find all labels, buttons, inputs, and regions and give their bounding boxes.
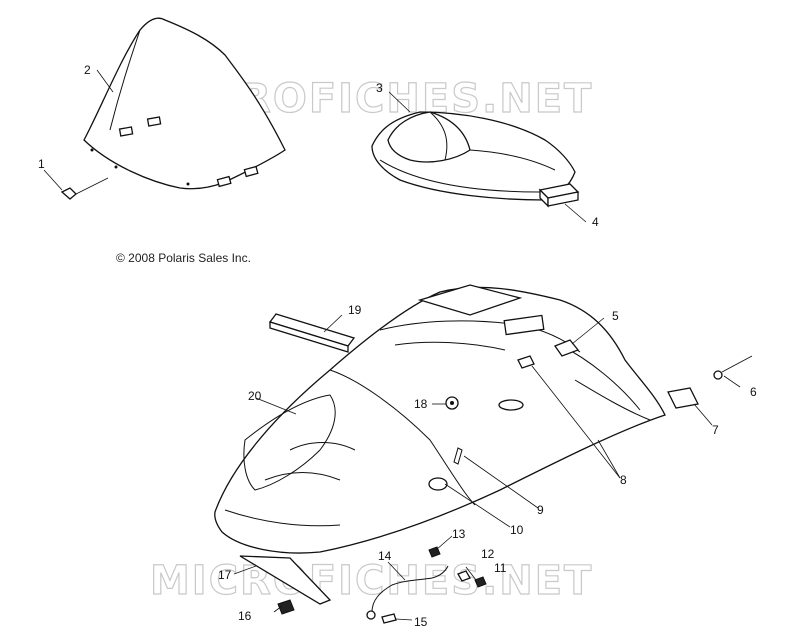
hood-fastener: [445, 396, 459, 410]
callout-1: 1: [38, 157, 45, 171]
windshield: [83, 17, 286, 190]
callout-7: 7: [712, 423, 719, 437]
callout-13: 13: [452, 527, 466, 541]
callout-4: 4: [592, 215, 599, 229]
callout-11: 11: [494, 561, 507, 575]
cable: [366, 565, 449, 620]
copyright-notice: © 2008 Polaris Sales Inc.: [116, 251, 251, 265]
leader-lines: [43, 69, 741, 621]
callout-12: 12: [481, 547, 495, 561]
callout-6: 6: [750, 385, 757, 399]
callout-3: 3: [376, 81, 383, 95]
callout-15: 15: [414, 615, 428, 629]
callout-18: 18: [414, 397, 428, 411]
bracket: [667, 387, 699, 409]
callout-labels: 1 2 3 4 5 6 7 8 9 10 11 12 13 14 15 16 1…: [38, 63, 757, 629]
watermark-bottom: MICROFICHES.NET: [150, 558, 593, 604]
pin: [453, 447, 463, 465]
callout-8: 8: [620, 473, 627, 487]
plate: [239, 555, 332, 605]
callout-5: 5: [612, 309, 619, 323]
seat-block: [538, 183, 580, 208]
rod: [713, 355, 753, 380]
callout-10: 10: [510, 523, 524, 537]
hood: [214, 284, 666, 554]
bolt: [277, 599, 295, 615]
small-hardware: [381, 546, 487, 624]
seat: [371, 111, 576, 201]
callout-16: 16: [238, 609, 252, 623]
callout-9: 9: [537, 503, 544, 517]
callout-17: 17: [218, 568, 232, 582]
callout-2: 2: [84, 63, 91, 77]
foam-strip: [268, 313, 356, 353]
callout-20: 20: [248, 389, 262, 403]
callout-14: 14: [378, 549, 392, 563]
callout-19: 19: [348, 303, 362, 317]
windshield-screw: [60, 177, 109, 200]
